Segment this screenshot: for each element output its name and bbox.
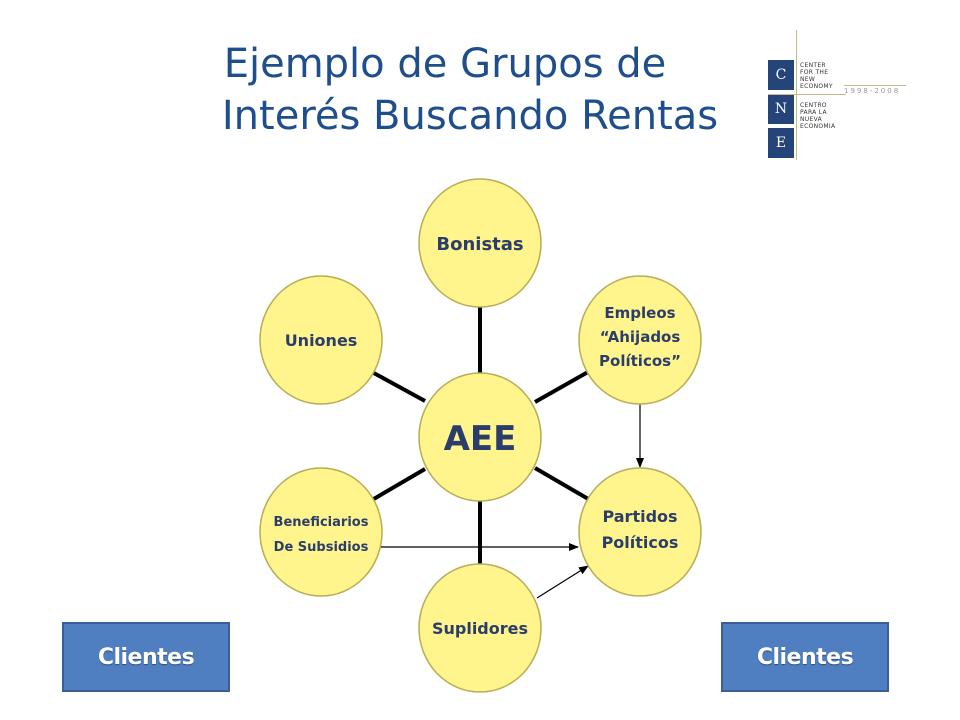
arrow-suplidores-to-partidos	[536, 565, 589, 599]
label-partidos-2: Políticos	[602, 533, 679, 552]
label-beneficiarios-1: Beneficiarios	[274, 515, 369, 530]
logo-letter-block: C N E	[768, 60, 798, 160]
node-suplidores	[418, 563, 542, 693]
node-partidos	[578, 467, 702, 597]
label-empleos-1: Empleos	[604, 304, 675, 322]
node-center-aee	[418, 372, 542, 502]
logo-vertical-rule	[796, 30, 797, 160]
title-line-1: Ejemplo de Grupos de	[223, 41, 667, 87]
logo-years: 1998-2008	[844, 87, 901, 95]
node-uniones	[259, 275, 383, 405]
spoke-empleos	[534, 370, 589, 404]
node-empleos	[578, 275, 702, 405]
clientes-button-right[interactable]: Clientes	[721, 622, 889, 692]
spoke-uniones	[371, 370, 426, 403]
label-empleos-2: “Ahijados	[600, 328, 681, 346]
label-empleos-3: Políticos”	[599, 352, 681, 370]
arrows	[380, 403, 644, 599]
label-partidos-1: Partidos	[602, 507, 677, 526]
title-line-2: Interés Buscando Rentas	[221, 93, 719, 139]
label-bonistas: Bonistas	[436, 234, 523, 255]
spokes	[370, 305, 592, 568]
logo-letter-c: C	[768, 60, 794, 90]
node-beneficiarios	[259, 467, 383, 597]
logo-letter-n: N	[768, 94, 794, 124]
node-bonistas	[418, 178, 542, 308]
logo-letter-e: E	[768, 128, 794, 158]
label-beneficiarios-2: De Subsidios	[274, 540, 369, 555]
logo-years-rule	[844, 85, 906, 86]
label-suplidores: Suplidores	[432, 619, 528, 638]
label-uniones: Uniones	[285, 331, 358, 350]
spoke-beneficiarios	[370, 467, 427, 502]
label-center-aee: AEE	[444, 419, 517, 459]
spoke-partidos	[533, 466, 592, 502]
logo-horizontal-rule	[768, 94, 846, 95]
slide-title: Ejemplo de Grupos de Interés Buscando Re…	[170, 38, 750, 142]
clientes-button-left[interactable]: Clientes	[62, 622, 230, 692]
